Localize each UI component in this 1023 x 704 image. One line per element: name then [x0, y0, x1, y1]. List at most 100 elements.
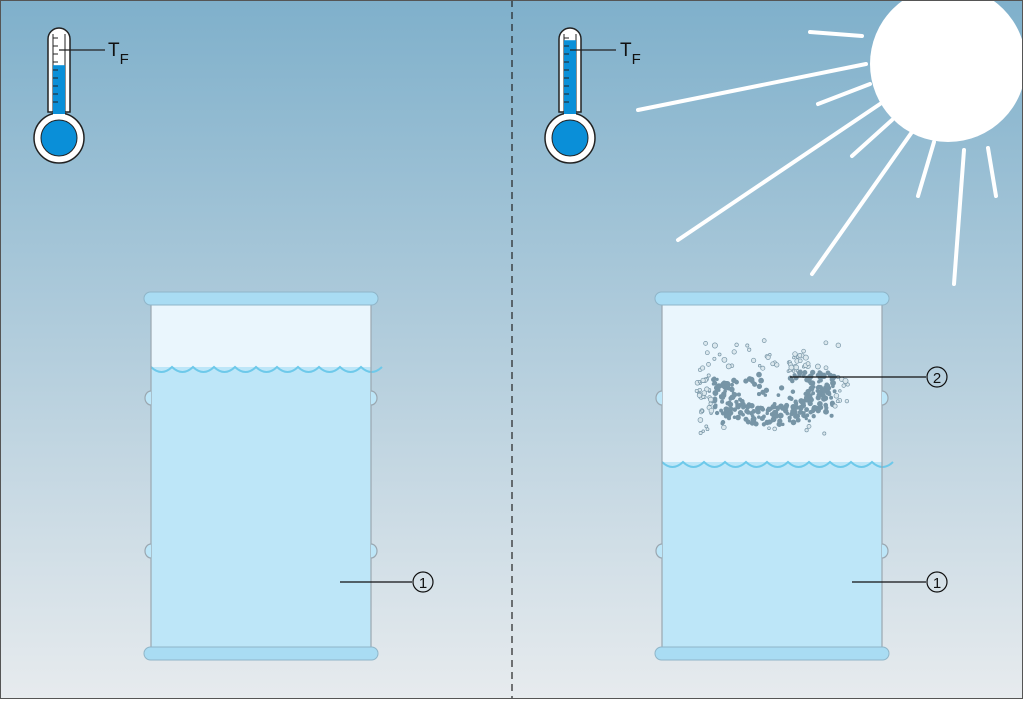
vapor-droplet [717, 352, 722, 357]
vapor-droplet [801, 413, 806, 418]
vapor-droplet [720, 421, 725, 426]
vapor-droplet [727, 410, 732, 416]
vapor-droplet [755, 409, 761, 415]
vapor-droplet [844, 398, 850, 404]
vapor-droplet [841, 383, 846, 388]
liquid-surface-wave [661, 460, 894, 468]
callout-number-vapor: 2 [933, 370, 941, 387]
vapor-droplet [804, 428, 809, 433]
vapor-droplet [778, 404, 784, 410]
barrel-rim-bottom [654, 646, 890, 661]
vapor-droplet [736, 404, 741, 410]
callout-badge-vapor [926, 366, 948, 388]
vapor-droplet [797, 369, 803, 376]
vapor-cloud [694, 338, 850, 436]
barrel-headspace [151, 304, 371, 367]
vapor-droplet [696, 392, 702, 398]
left-panel: TF 1 [33, 27, 434, 661]
vapor-droplet [758, 364, 762, 368]
barrel-liquid [662, 462, 882, 648]
vapor-droplet [714, 410, 720, 416]
vapor-droplet [817, 391, 822, 396]
vapor-droplet [808, 409, 813, 415]
vapor-droplet [793, 399, 798, 404]
vapor-droplet [703, 341, 708, 346]
vapor-droplet [734, 399, 739, 405]
sun-ray [986, 146, 998, 198]
liquid-surface-wave [150, 365, 383, 373]
vapor-droplet [787, 395, 793, 401]
vapor-droplet [818, 385, 823, 390]
vapor-droplet [712, 404, 718, 410]
barrel-rim-bottom [143, 646, 379, 661]
vapor-droplet [715, 377, 719, 382]
vapor-droplet [811, 414, 816, 419]
vapor-droplet [805, 397, 810, 403]
vapor-droplet [720, 399, 725, 404]
vapor-droplet [769, 419, 773, 424]
vapor-droplet [781, 422, 785, 427]
vapor-droplet [775, 407, 780, 411]
vapor-droplet [761, 338, 767, 343]
vapor-droplet [700, 377, 706, 383]
vapor-droplet [802, 354, 809, 361]
thermometer-bulb [40, 119, 78, 157]
vapor-droplet [792, 355, 796, 360]
barrel-liquid [151, 367, 371, 648]
sun-ray [952, 148, 966, 286]
sun-ray [808, 30, 864, 38]
vapor-droplet [758, 377, 764, 384]
vapor-droplet [805, 361, 811, 366]
vapor-droplet [704, 386, 710, 392]
vapor-droplet [815, 363, 821, 370]
vapor-droplet [760, 407, 766, 412]
sun-ray [636, 62, 868, 112]
barrel-hoop-bulge [655, 543, 663, 559]
callout-number-liquid-left: 1 [419, 575, 427, 592]
vapor-droplet [730, 382, 734, 387]
vapor-droplet [807, 379, 812, 384]
vapor-droplet [756, 383, 763, 390]
vapor-droplet [790, 419, 797, 426]
vapor-droplet [835, 399, 840, 404]
vapor-droplet [745, 419, 751, 425]
vapor-droplet [716, 383, 722, 389]
sun [636, 0, 1023, 286]
vapor-droplet [721, 356, 728, 363]
callout-badge-liquid-left [412, 571, 434, 593]
vapor-droplet [824, 382, 830, 388]
vapor-droplet [700, 409, 704, 413]
vapor-droplet [790, 378, 795, 384]
vapor-droplet [801, 348, 806, 354]
barrel-hoop-bulge [144, 543, 152, 559]
vapor-droplet [776, 393, 781, 397]
vapor-droplet [763, 387, 770, 393]
vapor-droplet [793, 364, 799, 371]
barrel-hoop-bulge [881, 543, 889, 559]
vapor-droplet [711, 342, 718, 349]
vapor-droplet [749, 403, 755, 409]
thermometer-bulb [551, 119, 589, 157]
vapor-droplet [832, 389, 837, 394]
vapor-droplet [721, 392, 725, 396]
vapor-droplet [805, 413, 810, 418]
vapor-droplet [772, 426, 777, 432]
vapor-droplet [698, 431, 703, 435]
vapor-droplet [751, 409, 757, 414]
vapor-droplet [712, 356, 717, 361]
vapor-droplet [795, 413, 801, 419]
vapor-droplet [694, 388, 699, 393]
vapor-droplet [807, 419, 811, 423]
thermometer-label-right: TF [620, 40, 641, 68]
callout-number-liquid-right: 1 [933, 575, 941, 592]
vapor-droplet [731, 349, 737, 355]
vapor-droplet [822, 431, 827, 436]
vapor-droplet [829, 413, 834, 418]
vapor-droplet [708, 407, 715, 414]
vapor-droplet [730, 388, 735, 393]
vapor-droplet [832, 403, 838, 409]
right-panel: TF 2 1 [544, 27, 948, 661]
sun-ray [850, 118, 894, 158]
barrel-left [143, 291, 383, 661]
vapor-droplet [727, 400, 732, 405]
